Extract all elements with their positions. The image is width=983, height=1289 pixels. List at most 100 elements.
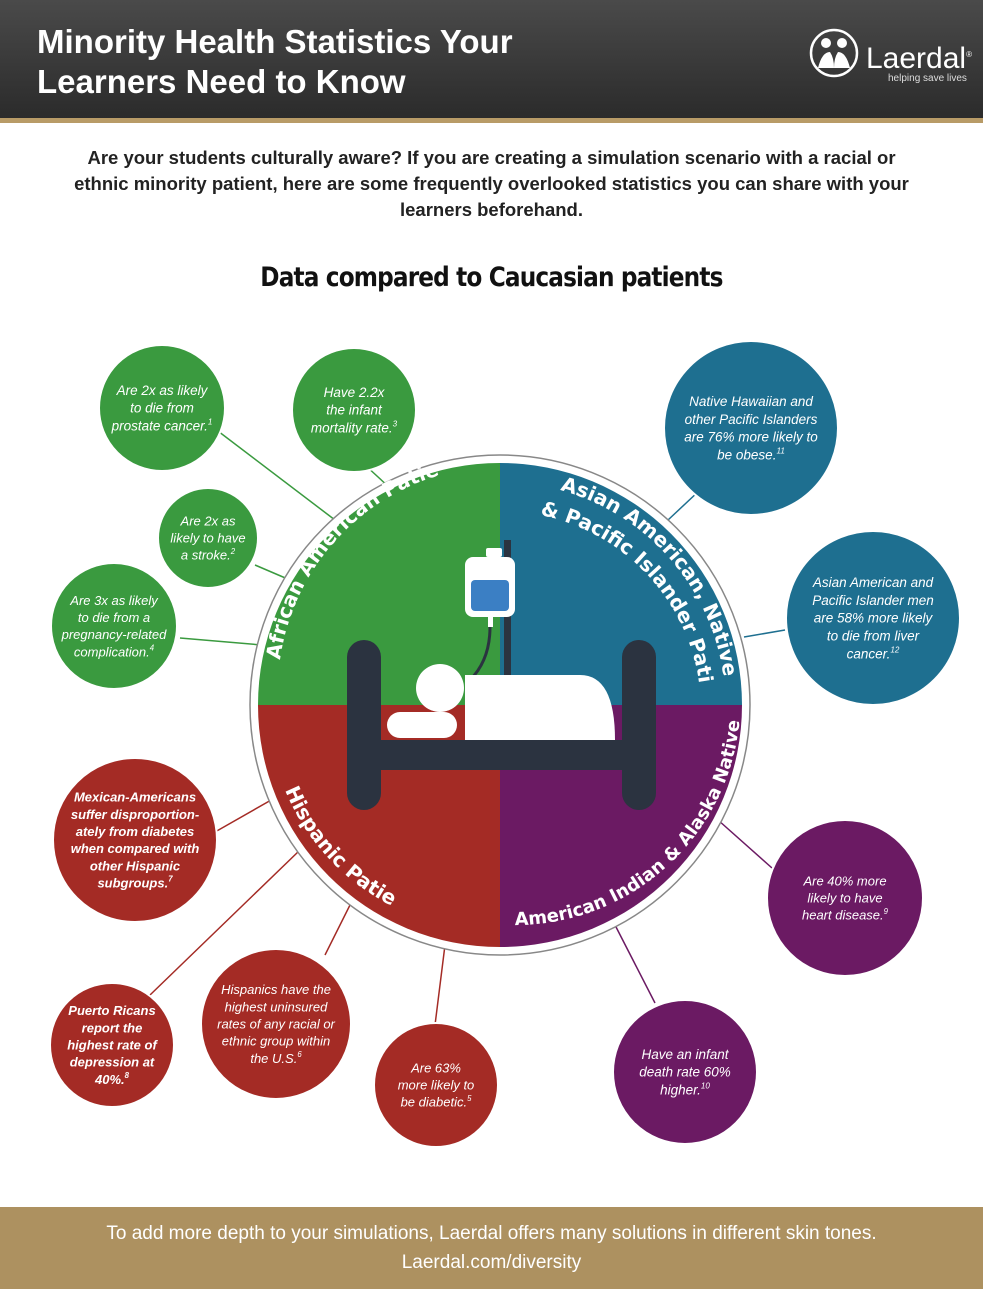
diagram-heading: Data compared to Caucasian patients bbox=[260, 262, 723, 293]
footer-message: To add more depth to your simulations, L… bbox=[106, 1223, 877, 1244]
laerdal-logo-icon bbox=[809, 28, 859, 78]
page-title-line-1: Minority Health Statistics Your bbox=[37, 23, 513, 60]
header-banner: Minority Health Statistics Your Learners… bbox=[0, 0, 983, 118]
fact-bubble-hispanic-3: Hispanics have the highest uninsured rates… bbox=[200, 948, 352, 1100]
fact-line: Have an infant bbox=[641, 1047, 729, 1062]
footnote-ref: 11 bbox=[776, 446, 784, 455]
footer-banner: To add more depth to your simulations, L… bbox=[0, 1207, 983, 1289]
hospital-bed-icon bbox=[347, 640, 656, 810]
connector-line bbox=[434, 944, 446, 1026]
fact-bubble-hispanic-2: Puerto Ricans report the highest rate of de… bbox=[49, 982, 175, 1108]
footnote-ref: 6 bbox=[297, 1050, 302, 1059]
connector-line bbox=[209, 424, 336, 521]
fact-line: other Pacific Islanders bbox=[685, 412, 818, 427]
page-title-line-2: Learners Need to Know bbox=[37, 63, 406, 100]
fact-bubble-circle bbox=[157, 487, 259, 589]
fact-line: likely to have bbox=[807, 891, 882, 906]
fact-line: prostate cancer.1 bbox=[111, 417, 213, 433]
patient-icon bbox=[387, 664, 615, 740]
fact-line: depression at bbox=[70, 1055, 155, 1070]
fact-line: a stroke.2 bbox=[181, 547, 236, 563]
fact-line: death rate 60% bbox=[639, 1065, 731, 1080]
fact-text: Have an infant death rate 60%higher.10 bbox=[639, 1047, 731, 1098]
fact-line: Puerto Ricans bbox=[68, 1003, 155, 1018]
intro-paragraph: Are your students culturally aware? If y… bbox=[74, 147, 909, 220]
fact-line: Are 63% bbox=[410, 1060, 461, 1075]
fact-line: Asian American and bbox=[812, 575, 934, 590]
fact-line: highest uninsured bbox=[225, 999, 328, 1014]
footnote-ref: 7 bbox=[168, 875, 173, 884]
fact-line: suffer dispropor­tion- bbox=[71, 807, 199, 822]
fact-line: likely to have bbox=[170, 531, 245, 546]
fact-line: rates of any racial or bbox=[217, 1017, 335, 1032]
quadrant-african-american bbox=[258, 463, 500, 705]
footnote-ref: 12 bbox=[890, 645, 900, 654]
fact-line: complication.4 bbox=[74, 643, 155, 659]
fact-bubble-circle bbox=[200, 948, 352, 1100]
footnote-ref: 2 bbox=[230, 547, 236, 556]
quadrant-asian-pacific bbox=[500, 463, 742, 705]
fact-bubble-asian-pacific-1: Native Hawaiian and other Pacific Islande… bbox=[663, 340, 839, 516]
fact-line: more likely to bbox=[398, 1078, 475, 1093]
fact-line: Are 2x as likely bbox=[116, 383, 209, 398]
fact-bubble-circle bbox=[49, 982, 175, 1108]
footnote-ref: 8 bbox=[125, 1071, 130, 1080]
fact-line: pregnancy-related bbox=[61, 627, 168, 642]
header-gold-rule bbox=[0, 118, 983, 123]
fact-line: to die from liver bbox=[827, 629, 920, 644]
fact-line: when compared with bbox=[71, 841, 200, 856]
fact-bubble-circle bbox=[98, 344, 226, 472]
footnote-ref: 4 bbox=[150, 643, 155, 652]
fact-text: Hispanics have the highest uninsured rates… bbox=[217, 982, 335, 1066]
fact-line: to die from bbox=[130, 401, 194, 416]
connector-line bbox=[179, 637, 263, 646]
fact-line: subgroups.7 bbox=[97, 875, 173, 891]
fact-line: be diabetic.5 bbox=[401, 1094, 473, 1110]
footer-link[interactable]: Laerdal.com/diversity bbox=[401, 1252, 582, 1273]
footnote-ref: 9 bbox=[884, 907, 889, 916]
fact-line: other Hispanic bbox=[90, 858, 181, 873]
fact-line: be obese.11 bbox=[717, 446, 785, 462]
brand-name: Laerdal® bbox=[866, 42, 972, 75]
fact-line: mortality rate.3 bbox=[311, 419, 398, 435]
fact-line: the infant bbox=[326, 403, 383, 418]
fact-line: highest rate of bbox=[67, 1038, 158, 1053]
fact-line: Are 2x as bbox=[180, 513, 236, 528]
fact-line: Native Hawaiian and bbox=[689, 394, 813, 409]
fact-bubble-circle bbox=[612, 999, 758, 1145]
footnote-ref: 3 bbox=[393, 419, 398, 428]
fact-bubble-circle bbox=[663, 340, 839, 516]
connector-line bbox=[324, 904, 351, 956]
fact-line: are 76% more likely to bbox=[684, 430, 818, 445]
fact-text: Native Hawaiian and other Pacific Islande… bbox=[684, 394, 818, 462]
fact-line: the U.S.6 bbox=[250, 1050, 302, 1066]
fact-bubble-circle bbox=[291, 347, 417, 473]
footnote-ref: 10 bbox=[701, 1081, 711, 1090]
fact-text: Puerto Ricans report the highest rate of de… bbox=[67, 1003, 158, 1087]
fact-line: Are 40% more bbox=[802, 873, 886, 888]
fact-bubble-circle bbox=[373, 1022, 499, 1148]
footnote-ref: 1 bbox=[208, 417, 213, 426]
fact-line: higher.10 bbox=[660, 1081, 710, 1097]
fact-line: Have 2.2x bbox=[324, 385, 386, 400]
fact-line: 40%.8 bbox=[94, 1071, 130, 1087]
connector-line bbox=[717, 819, 773, 869]
fact-line: report the bbox=[82, 1020, 143, 1035]
fact-line: Mexican-Americans bbox=[74, 790, 196, 805]
fact-bubble-circle bbox=[785, 530, 961, 706]
fact-line: Hispanics have the bbox=[221, 982, 331, 997]
footnote-ref: 5 bbox=[467, 1094, 472, 1103]
